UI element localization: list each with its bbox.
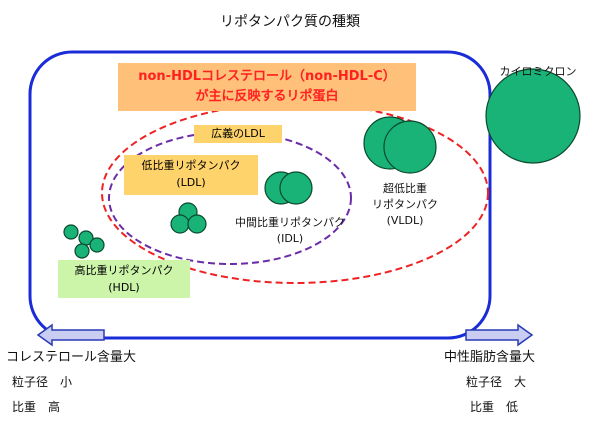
hdl-particle: [63, 224, 79, 240]
hdl-label-line2: (HDL): [108, 281, 140, 294]
ldl-particle: [187, 214, 207, 234]
ldl-label: 低比重リポタンパク (LDL): [124, 155, 258, 195]
chylomicron-particle: [485, 68, 581, 164]
non-hdl-c-label: non-HDLコレステロール（non-HDL-C） が主に反映するリポ蛋白: [118, 63, 416, 111]
broad-ldl-boundary: [108, 131, 352, 265]
idl-label-line1: 中間比重リポタンパク: [235, 216, 345, 229]
idl-label: 中間比重リポタンパク (IDL): [220, 215, 360, 247]
vldl-label-line1: 超低比重: [383, 182, 427, 195]
broad-ldl-label-text: 広義のLDL: [211, 127, 265, 140]
idl-particle: [279, 171, 313, 205]
hdl-label-line1: 高比重リポタンパク: [74, 264, 174, 277]
ldl-particle: [170, 214, 190, 234]
broad-ldl-label: 広義のLDL: [194, 125, 282, 143]
outer-frame: [28, 50, 492, 340]
left-particle-size: 粒子径 小: [12, 375, 73, 389]
right-particle-size: 粒子径 大: [466, 375, 527, 389]
left-density: 比重 高: [12, 400, 61, 414]
ldl-label-line1: 低比重リポタンパク: [141, 159, 241, 172]
hdl-particle: [74, 243, 90, 259]
right-arrow-icon: [465, 323, 534, 347]
hdl-particle: [89, 237, 105, 253]
vldl-particle: [383, 120, 437, 174]
vldl-label-line3: (VLDL): [386, 214, 424, 227]
idl-label-line2: (IDL): [276, 232, 304, 245]
non-hdl-c-label-line2: が主に反映するリポ蛋白: [195, 89, 339, 104]
page-title: リポタンパク質の種類: [220, 14, 360, 30]
hdl-label: 高比重リポタンパク (HDL): [58, 260, 190, 298]
vldl-label-line2: リポタンパク: [372, 198, 438, 211]
ldl-label-line2: (LDL): [176, 176, 206, 189]
right-heading: 中性脂肪含量大: [444, 350, 536, 365]
left-arrow-icon: [36, 323, 105, 347]
chylomicron-label: カイロミクロン: [499, 65, 577, 78]
non-hdl-c-label-line1: non-HDLコレステロール（non-HDL-C）: [138, 69, 396, 84]
vldl-label: 超低比重 リポタンパク (VLDL): [360, 181, 450, 229]
left-heading: コレステロール含量大: [6, 350, 137, 365]
right-density: 比重 低: [470, 400, 519, 414]
